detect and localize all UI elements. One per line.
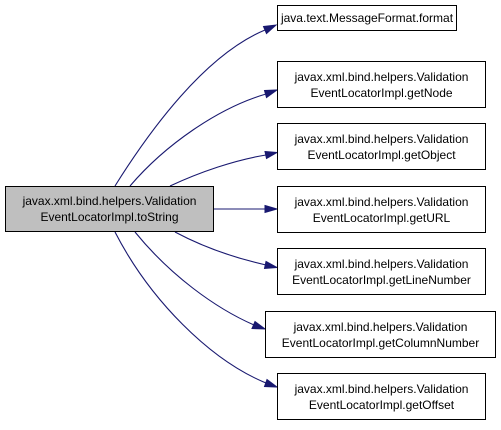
call-edge-to-getoffset [114, 231, 267, 384]
target-node-messageformat-format[interactable]: java.text.MessageFormat.format [277, 5, 457, 31]
target-node-getcolumnnumber[interactable]: javax.xml.bind.helpers.Validation EventL… [265, 311, 496, 358]
call-edge-to-getlinenumber [174, 231, 267, 266]
target-node-line-1: javax.xml.bind.helpers.Validation [294, 69, 469, 84]
target-node-getlinenumber[interactable]: javax.xml.bind.helpers.Validation EventL… [277, 248, 486, 295]
target-node-getobject[interactable]: javax.xml.bind.helpers.Validation EventL… [277, 123, 486, 170]
target-node-line-2: EventLocatorImpl.getColumnNumber [281, 335, 480, 350]
call-edge-arrowhead-geturl [264, 204, 279, 214]
target-node-line-1: javax.xml.bind.helpers.Validation [294, 256, 469, 271]
target-node-line-1: javax.xml.bind.helpers.Validation [294, 194, 469, 209]
target-node-line-2: EventLocatorImpl.getNode [310, 85, 453, 100]
target-node-line-1: javax.xml.bind.helpers.Validation [294, 381, 469, 396]
call-edge-to-messageformat-format [114, 29, 266, 187]
call-edge-to-getnode [129, 93, 267, 187]
target-node-line-2: EventLocatorImpl.getObject [307, 147, 456, 162]
call-edge-arrowhead-getlinenumber [263, 260, 279, 270]
source-node-line-1: javax.xml.bind.helpers.Validation [22, 194, 197, 208]
target-node-line-1: javax.xml.bind.helpers.Validation [293, 319, 468, 334]
call-edge-arrowhead-getoffset [263, 378, 279, 388]
call-edge-arrowhead-getnode [263, 89, 279, 99]
target-node-line-1: javax.xml.bind.helpers.Validation [294, 131, 469, 146]
target-node-line-2: EventLocatorImpl.getLineNumber [292, 272, 471, 287]
call-edge-arrowhead-messageformat-format [262, 24, 278, 35]
call-edge-arrowhead-getobject [264, 150, 279, 160]
source-node-tostring[interactable]: javax.xml.bind.helpers.Validation EventL… [5, 186, 214, 232]
call-edge-to-getobject [169, 154, 267, 187]
call-edge-arrowhead-getcolumnnumber [251, 320, 267, 330]
source-node-line-2: EventLocatorImpl.toString [40, 210, 179, 224]
target-node-label: java.text.MessageFormat.format [280, 11, 454, 25]
target-node-getoffset[interactable]: javax.xml.bind.helpers.Validation EventL… [277, 373, 486, 420]
target-node-line-2: EventLocatorImpl.getOffset [308, 397, 455, 412]
call-edge-to-getcolumnnumber [134, 231, 255, 326]
target-node-geturl[interactable]: javax.xml.bind.helpers.Validation EventL… [277, 186, 486, 233]
target-node-getnode[interactable]: javax.xml.bind.helpers.Validation EventL… [277, 61, 486, 108]
target-node-line-2: EventLocatorImpl.getURL [312, 210, 451, 225]
